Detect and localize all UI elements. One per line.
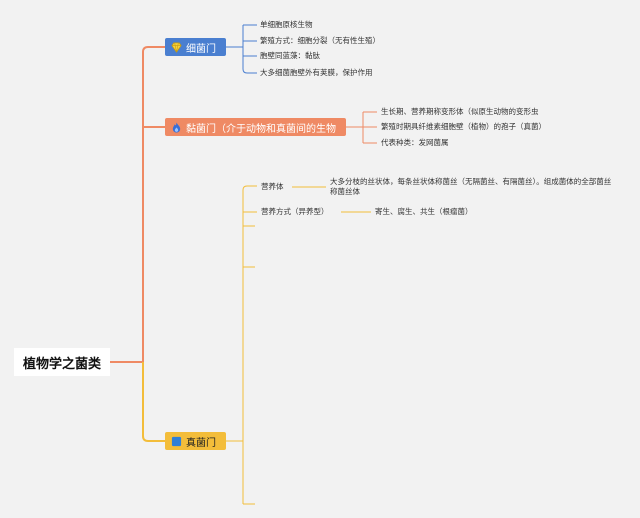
fungi-item-nutrition-mode-detail[interactable]: 寄生、腐生、共生（根瘤菌） [375, 207, 473, 216]
connector-trunk-fungi [142, 362, 165, 442]
connector-trunk-bacteria [142, 46, 165, 362]
slime-item[interactable]: 繁殖时期具纤维素细胞壁（植物）的孢子（真菌） [381, 122, 546, 131]
branch-bacteria-label: 细菌门 [186, 43, 216, 55]
fungi-item-nutrition-body-detail[interactable]: 大多分枝的丝状体，每条丝状体称菌丝（无隔菌丝、有隔菌丝）。组成菌体的全部菌丝称菌… [330, 177, 612, 196]
root-topic-label: 植物学之菌类 [22, 356, 101, 372]
bacteria-item[interactable]: 单细胞原核生物 [260, 20, 313, 29]
bacteria-item[interactable]: 繁殖方式：细胞分裂（无有性生殖） [260, 36, 380, 45]
bacteria-item[interactable]: 胞壁同蓝藻：黏肽 [260, 51, 320, 60]
root-topic[interactable]: 植物学之菌类 [14, 348, 110, 376]
connector-bacteria-leaf-3 [242, 68, 257, 74]
bacteria-item[interactable]: 大多细菌胞壁外有荚膜，保护作用 [260, 68, 373, 77]
branch-slime-mold-label: 黏菌门（介于动物和真菌间的生物 [186, 123, 336, 135]
branch-bacteria[interactable]: 细菌门 [165, 38, 226, 56]
square-icon [171, 436, 182, 447]
gem-icon [171, 42, 182, 53]
fungi-item-nutrition-body[interactable]: 营养体 [261, 182, 284, 191]
flame-icon [171, 121, 182, 133]
fungi-item-nutrition-mode[interactable]: 营养方式（异养型） [261, 207, 329, 216]
branch-fungi[interactable]: 真菌门 [165, 432, 226, 450]
slime-item[interactable]: 代表种类：发网菌属 [381, 138, 449, 147]
branch-slime-mold[interactable]: 黏菌门（介于动物和真菌间的生物 [165, 118, 346, 136]
connector-fungi-spine [242, 185, 257, 504]
branch-fungi-label: 真菌门 [186, 437, 216, 449]
slime-item[interactable]: 生长期、营养期称变形体（似原生动物的变形虫 [381, 107, 539, 116]
